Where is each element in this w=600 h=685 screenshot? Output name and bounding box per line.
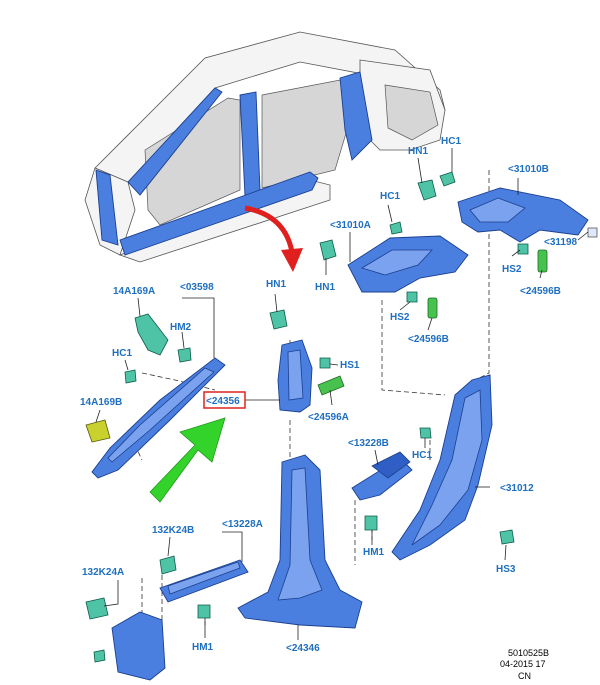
clip-lower-left	[93, 649, 106, 663]
leader-lines	[95, 148, 589, 640]
pad-24596A	[317, 375, 345, 396]
label-HC1-mid: HC1	[380, 191, 400, 202]
clip-HC1-mid	[389, 221, 403, 235]
clip-HN1-center	[269, 309, 288, 330]
label-132K24B: 132K24B	[152, 525, 194, 536]
label-HC1-left: HC1	[112, 348, 132, 359]
label-31198: <31198	[544, 237, 578, 248]
ref-number: 5010525B	[508, 648, 549, 658]
part-14A169B	[85, 419, 111, 443]
label-HM1-mid: HM1	[363, 547, 385, 558]
label-HC1-top: HC1	[441, 136, 461, 147]
part-31198	[587, 227, 598, 238]
clip-HM1-mid	[364, 515, 378, 531]
clip-HS2-mid	[406, 291, 418, 303]
vehicle-body-shell	[84, 31, 446, 263]
pad-24596B-mid	[427, 297, 438, 319]
clip-HM2	[177, 347, 192, 363]
label-132K24A: 132K24A	[82, 567, 124, 578]
label-HN1-left: HN1	[315, 282, 335, 293]
label-HM2: HM2	[170, 322, 192, 333]
clip-HS3	[499, 529, 515, 545]
label-14A169A: 14A169A	[113, 286, 155, 297]
label-24596B-right: <24596B	[520, 286, 561, 297]
green-highlight-arrow	[149, 417, 226, 503]
label-31010B: <31010B	[508, 164, 549, 175]
diagram-metadata: 5010525B 04-2015 17 CN	[500, 648, 549, 681]
label-31012: <31012	[500, 483, 534, 494]
label-HN1-center: HN1	[266, 279, 286, 290]
part-front-kick-panel	[111, 611, 166, 681]
label-31010A: <31010A	[330, 220, 371, 231]
part-labels: <31010B HC1 HN1 HC1 <31010A <31198 HS2 <…	[80, 136, 578, 654]
clip-HN1-top	[417, 179, 437, 201]
label-HC1-right: HC1	[412, 450, 432, 461]
region-code: CN	[518, 671, 531, 681]
revision-date: 04-2015 17	[500, 659, 546, 669]
label-24346: <24346	[286, 643, 320, 654]
label-HS1: HS1	[340, 360, 360, 371]
pad-24596B-right	[537, 249, 548, 273]
label-24596A: <24596A	[308, 412, 349, 423]
label-24356: <24356	[206, 396, 240, 407]
clip-HS1	[319, 357, 331, 369]
clip-HC1-right	[419, 427, 432, 439]
label-03598: <03598	[180, 282, 214, 293]
clip-HS2-right	[517, 243, 529, 255]
label-HM1-bottom: HM1	[192, 642, 214, 653]
label-13228A: <13228A	[222, 519, 263, 530]
clip-HM1-bottom	[197, 604, 211, 619]
label-13228B: <13228B	[348, 438, 389, 449]
clip-132K24A	[85, 597, 109, 620]
label-24596B-mid: <24596B	[408, 334, 449, 345]
red-direction-arrow	[244, 205, 303, 272]
clip-HC1-left	[124, 369, 137, 384]
label-HN1-top: HN1	[408, 146, 428, 157]
clip-HN1-left	[319, 239, 337, 261]
label-14A169B: 14A169B	[80, 397, 122, 408]
label-HS2-mid: HS2	[390, 312, 410, 323]
label-HS3: HS3	[496, 564, 516, 575]
clip-HC1-top	[439, 171, 456, 187]
part-14A169A	[134, 313, 169, 356]
clip-132K24B	[159, 555, 177, 575]
label-HS2-right: HS2	[502, 264, 522, 275]
highlight-box-24356	[203, 391, 246, 409]
